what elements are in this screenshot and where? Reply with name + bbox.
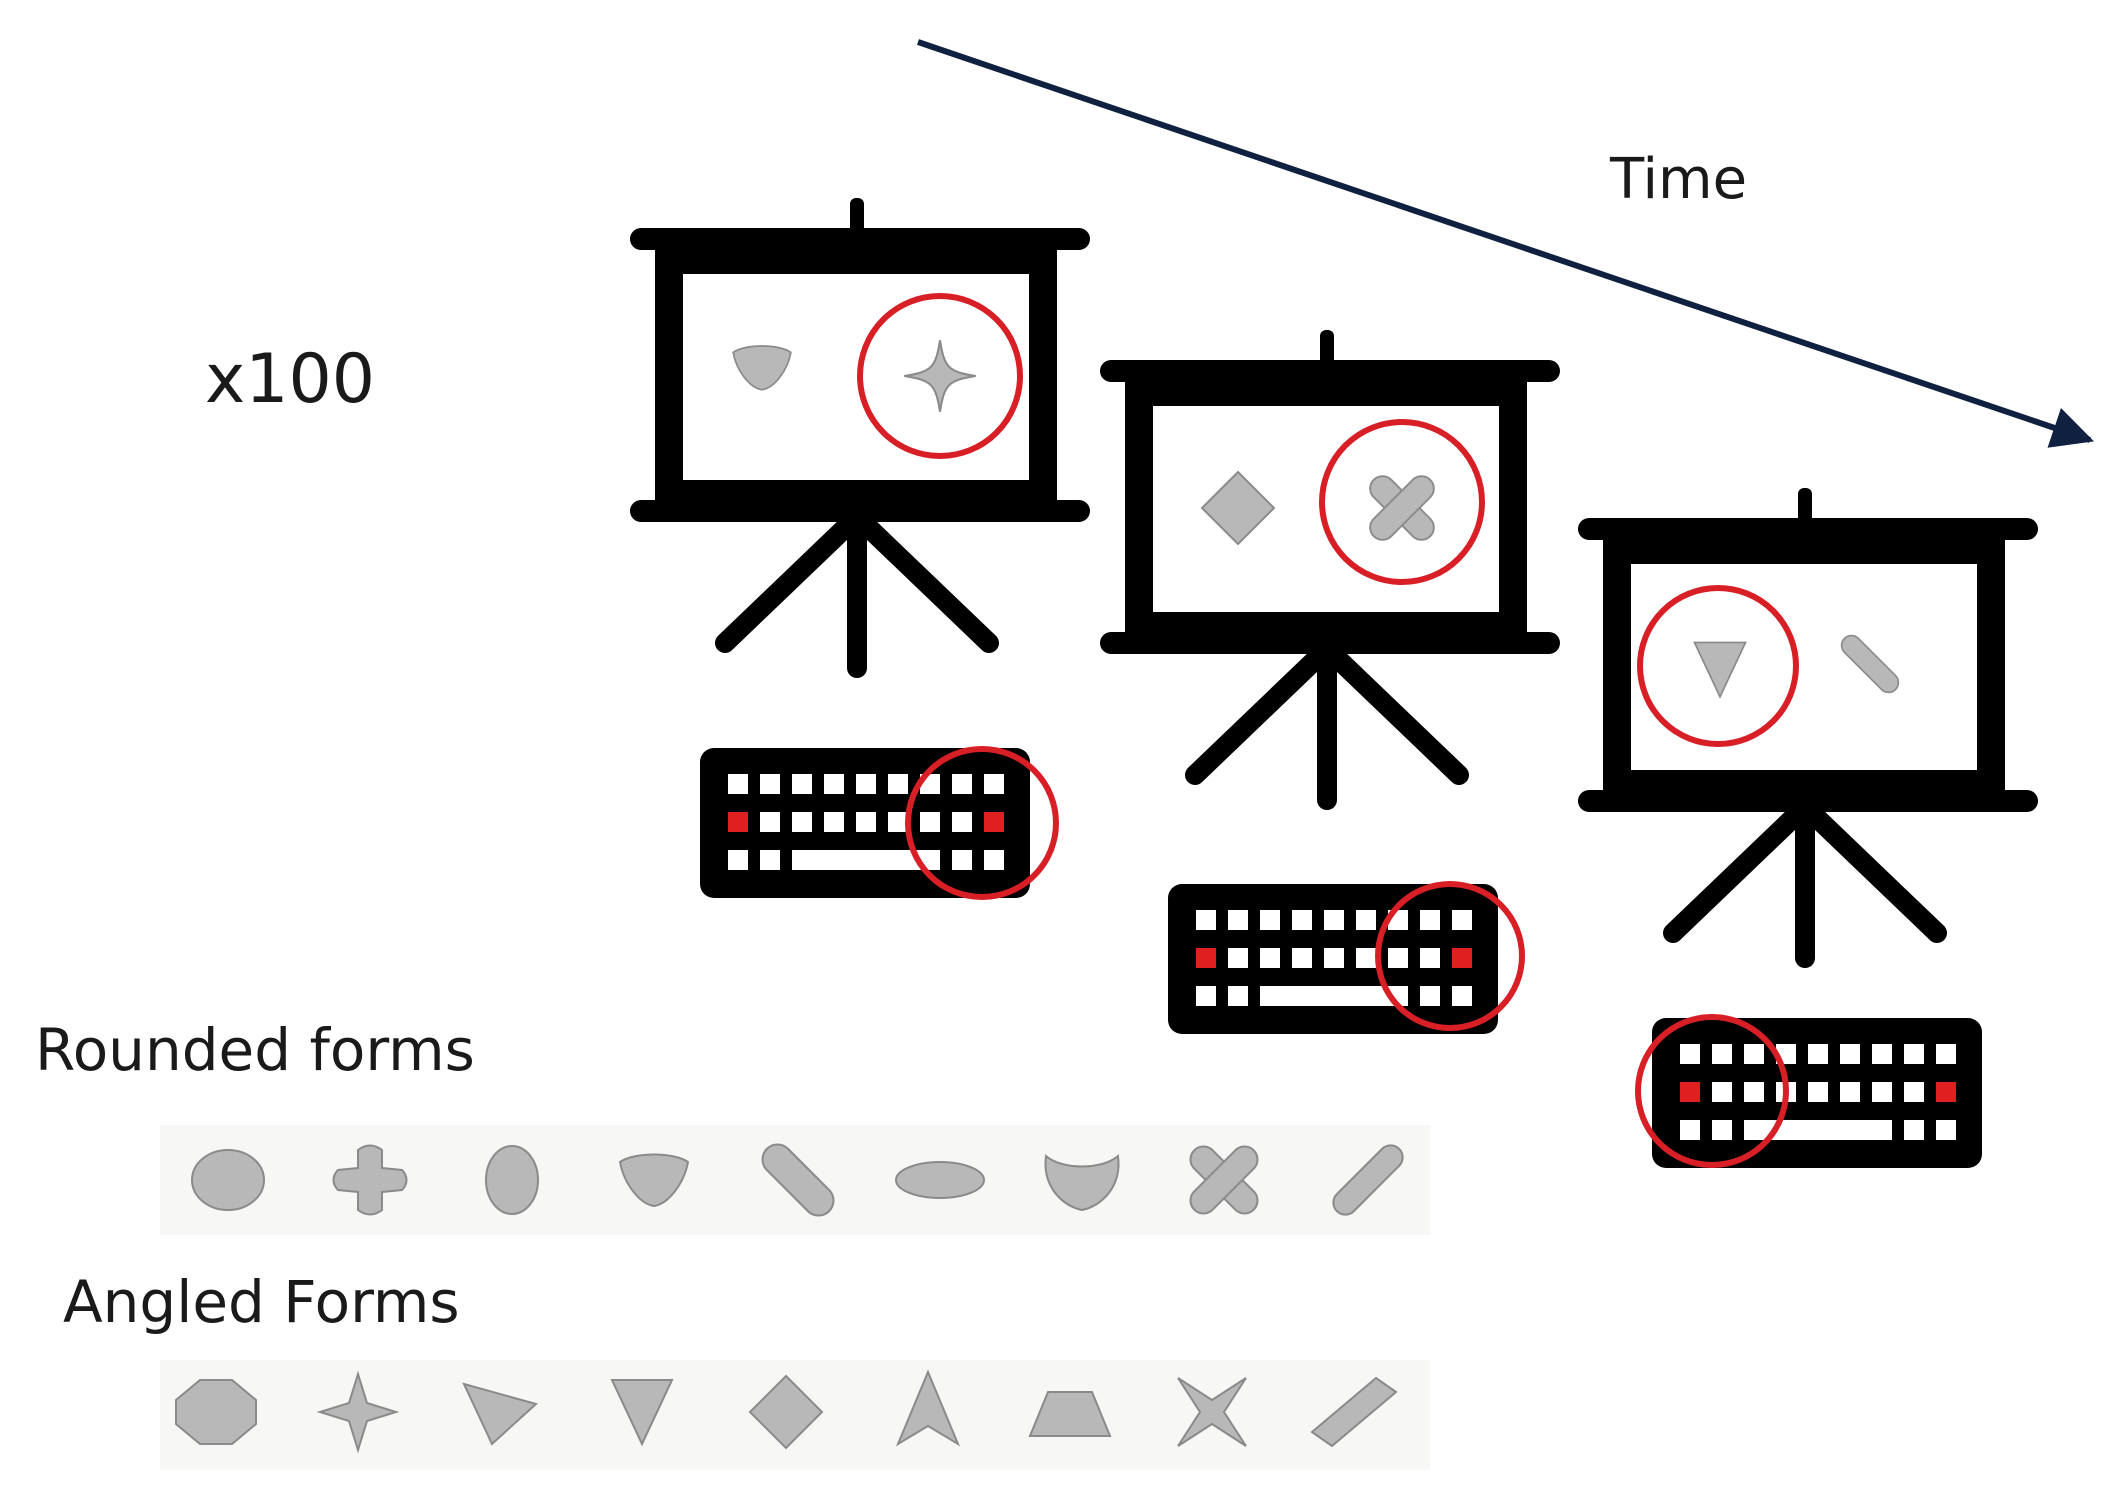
angled-forms-label: Angled Forms [63,1268,460,1336]
keyboard-icon [1168,884,1498,1034]
selection-circle [857,293,1023,459]
keyboard-icon [1652,1018,1982,1168]
keyboard-icon [700,748,1030,898]
key-highlight-circle [1635,1014,1789,1168]
projector-screen-icon [1578,488,2038,958]
trial-3 [1578,488,2038,958]
circle-icon [191,1149,265,1211]
ellipse-icon [895,1161,985,1199]
trial-2 [1100,330,1560,800]
rounded-forms-label: Rounded forms [35,1016,475,1084]
keyboard-2 [1168,881,1525,1034]
keyboard-3 [1635,1014,1982,1168]
time-label: Time [1609,147,1747,212]
key-highlight-circle [905,746,1059,900]
keyboard-1 [700,746,1059,900]
trial-1 [630,198,1090,668]
time-arrow [917,39,2094,448]
projector-screen-icon [1100,330,1560,800]
key-highlight-circle [1375,881,1525,1031]
selection-circle [1319,419,1485,585]
selection-circle [1637,585,1799,747]
oval-icon [485,1145,539,1215]
repeat-label: x100 [205,340,375,419]
octagon-icon [175,1379,257,1445]
projector-screen-icon [630,198,1090,668]
